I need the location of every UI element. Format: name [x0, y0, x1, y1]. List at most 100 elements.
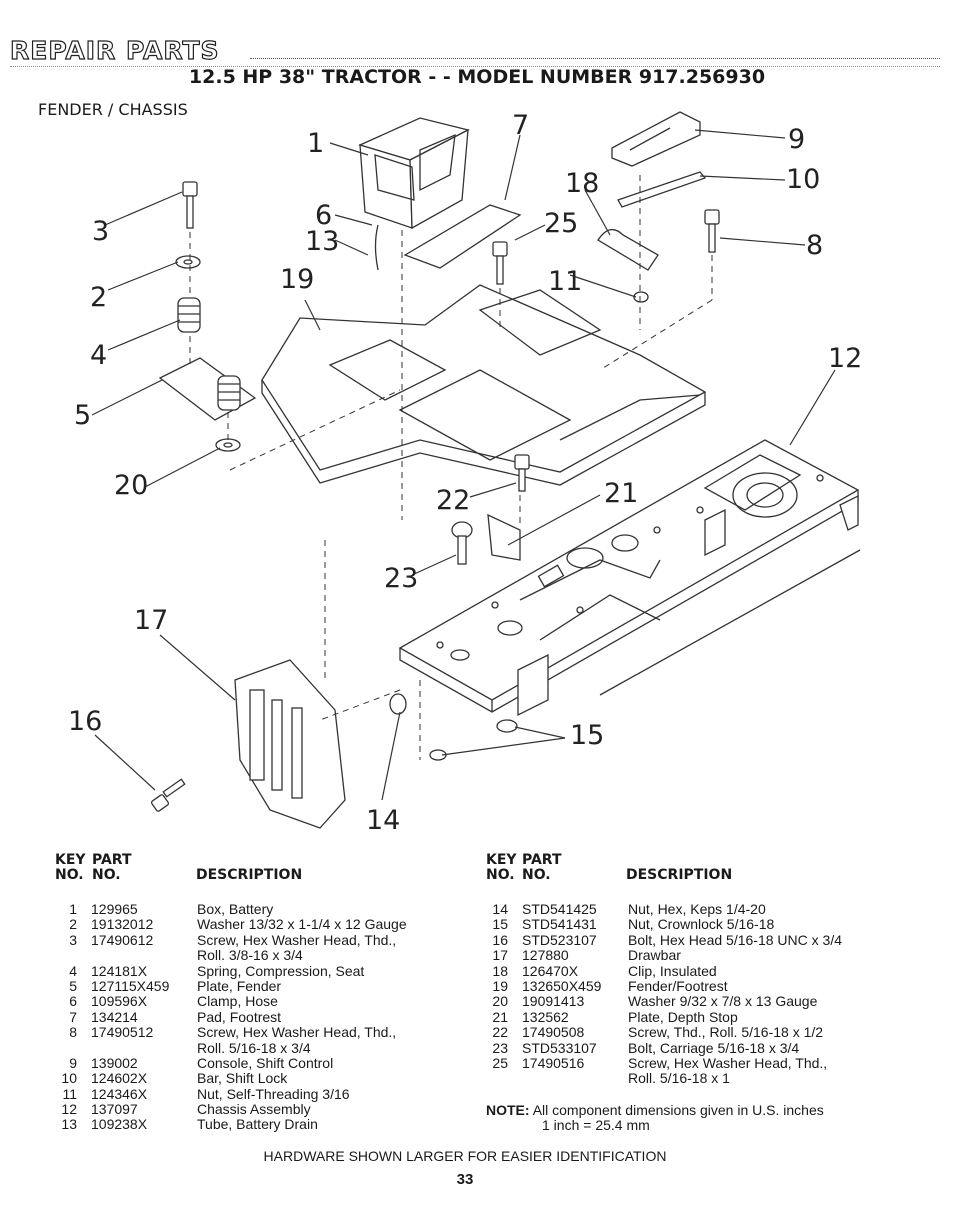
part-key-number: 5 [69, 977, 77, 994]
part-number: 132562 [522, 1008, 569, 1025]
part-description: Clamp, Hose [197, 993, 278, 1010]
footer-text: HARDWARE SHOWN LARGER FOR EASIER IDENTIF… [263, 1148, 667, 1164]
battery-drain-tube [374, 224, 379, 271]
part-description: Screw, Hex Washer Head, Thd., [197, 931, 397, 948]
header-keyno-right: NO. [486, 867, 515, 883]
part-key-number: 6 [69, 993, 77, 1010]
insulated-clip [597, 228, 659, 271]
part-key-number: 22 [492, 1024, 508, 1041]
part-number: 134214 [91, 1008, 138, 1025]
part-key-number: 17 [492, 947, 508, 964]
callout-22: 22 [436, 485, 471, 516]
page-title: REPAIR PARTS [9, 35, 220, 65]
parts-row: 6 109596X Clamp, Hose [55, 993, 455, 1010]
part-description: Screw, Thd., Roll. 5/16-18 x 1/2 [628, 1024, 824, 1041]
hardware-screws [150, 181, 720, 812]
part-key-number: 10 [61, 1070, 77, 1087]
chassis-assembly [398, 439, 861, 717]
part-description: Nut, Hex, Keps 1/4-20 [628, 901, 766, 917]
part-key-number: 14 [492, 901, 508, 917]
part-key-number: 19 [492, 977, 508, 994]
part-key-number: 23 [492, 1039, 508, 1056]
callout-7: 7 [512, 110, 530, 141]
part-description: Console, Shift Control [197, 1054, 334, 1071]
callout-19: 19 [280, 264, 315, 295]
part-key-number: 11 [62, 1085, 77, 1102]
part-description: Plate, Fender [197, 977, 282, 994]
callout-12: 12 [828, 343, 863, 374]
header-key-left: KEY [55, 852, 86, 868]
note-label: NOTE: [486, 1102, 530, 1118]
part-number: 127115X459 [91, 977, 170, 994]
header-description-left: DESCRIPTION [196, 867, 303, 883]
part-description: Box, Battery [197, 901, 274, 917]
header-partno-right: NO. [522, 867, 551, 883]
note-conversion: 1 inch = 25.4 mm [542, 1117, 650, 1134]
part-number: 129965 [91, 901, 138, 917]
part-key-number: 12 [61, 1101, 77, 1118]
header-part-right: PART [522, 852, 562, 868]
part-number: 137097 [91, 1101, 138, 1118]
drawbar [234, 659, 346, 829]
depth-stop-plate [487, 513, 521, 561]
callout-18: 18 [565, 168, 600, 199]
header-part-left: PART [92, 852, 132, 868]
parts-row: 1 129965 Box, Battery [55, 901, 455, 917]
shift-console [611, 111, 701, 167]
part-number: 132650X459 [522, 977, 602, 994]
part-key-number: 4 [69, 962, 77, 979]
part-key-number: 16 [492, 931, 508, 948]
title-rule [250, 58, 940, 59]
part-description: Roll. 5/16-18 x 1 [628, 1070, 730, 1087]
parts-row: Roll. 3/8-16 x 3/4 [55, 947, 455, 963]
part-description: Pad, Footrest [197, 1008, 282, 1025]
part-number: 19091413 [522, 993, 585, 1010]
footrest-pad [403, 204, 522, 269]
leader-lines [91, 129, 836, 801]
part-description: Screw, Hex Washer Head, Thd., [197, 1024, 397, 1041]
part-description: Bolt, Carriage 5/16-18 x 3/4 [628, 1039, 800, 1056]
part-number: 17490512 [91, 1024, 154, 1041]
part-key-number: 9 [69, 1054, 77, 1071]
part-number: 126470X [522, 962, 579, 979]
part-number: 17490508 [522, 1024, 585, 1041]
parts-row: 22 17490508 Screw, Thd., Roll. 5/16-18 x 1… [486, 1024, 926, 1041]
exploded-parts-diagram [91, 111, 861, 829]
part-key-number: 15 [492, 916, 508, 933]
part-number: 109596X [91, 993, 148, 1010]
part-key-number: 1 [69, 901, 77, 917]
page-number: 33 [456, 1171, 474, 1188]
callout-9: 9 [788, 124, 806, 155]
parts-row: 16 STD523107 Bolt, Hex Head 5/16-18 UNC x … [486, 931, 926, 948]
part-number: STD523107 [522, 931, 597, 948]
part-key-number: 2 [69, 916, 77, 933]
parts-row: 5 127115X459 Plate, Fender [55, 977, 455, 994]
part-description: Plate, Depth Stop [628, 1008, 738, 1025]
callout-2: 2 [90, 282, 108, 313]
callout-8: 8 [806, 230, 824, 261]
callout-21: 21 [604, 478, 639, 509]
shift-lock-bar [617, 171, 707, 208]
callout-4: 4 [90, 340, 108, 371]
part-description: Bolt, Hex Head 5/16-18 UNC x 3/4 [628, 931, 842, 948]
callout-23: 23 [384, 563, 419, 594]
part-number: 17490516 [522, 1054, 585, 1071]
callout-11: 11 [548, 266, 583, 297]
part-key-number: 8 [69, 1024, 77, 1041]
callout-15: 15 [570, 720, 605, 751]
header-description-right: DESCRIPTION [626, 867, 733, 883]
